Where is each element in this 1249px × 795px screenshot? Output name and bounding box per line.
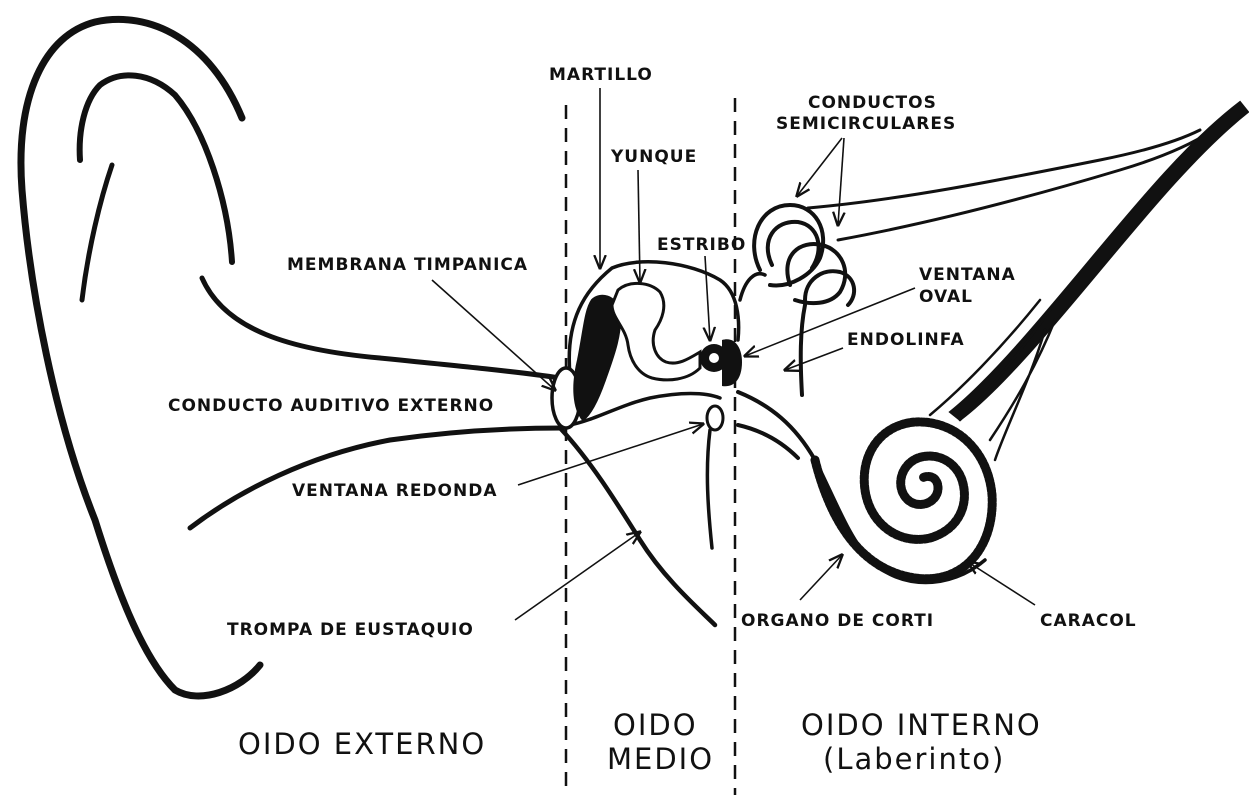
auricle-outline [17, 15, 264, 700]
label-estribo: ESTRIBO [657, 235, 746, 255]
section-oido-externo: OIDO EXTERNO [238, 727, 486, 761]
cochlear-duct-inner [736, 423, 800, 460]
cochlear-nerve-trunk [948, 100, 1249, 422]
label-ventana-redonda: VENTANA REDONDA [292, 481, 498, 501]
vestibular-nerve [806, 128, 1202, 210]
arrow-conductos-a [797, 137, 843, 196]
arrow-yunque [638, 169, 640, 282]
label-endolinfa: ENDOLINFA [847, 330, 965, 350]
arrow-estribo [705, 255, 710, 340]
canal-lower [187, 425, 566, 531]
nerve-fibers [928, 298, 1057, 462]
arrow-caracol [968, 562, 1036, 606]
stapes-head [709, 353, 719, 363]
vestibule-top [738, 272, 767, 302]
label-conductos-line1: CONDUCTOS [808, 93, 937, 113]
eustachian-tube-wall [557, 425, 718, 628]
label-trompa: TROMPA DE EUSTAQUIO [227, 620, 474, 640]
inner-ear [736, 100, 1249, 585]
tympanic-cavity [567, 260, 741, 377]
arrow-trompa [514, 532, 640, 621]
antihelix [79, 162, 115, 303]
incus [610, 282, 702, 382]
inner-canal-left [705, 428, 714, 550]
label-ventana-oval-line1: VENTANA [919, 265, 1016, 285]
label-caracol: CARACOL [1040, 611, 1137, 631]
section-oido-interno-line1: OIDO INTERNO [801, 708, 1042, 742]
canal-loop-2 [765, 219, 821, 270]
helix-inner [76, 72, 235, 265]
outer-ear [17, 15, 566, 700]
arrow-organo-corti [799, 555, 842, 601]
arrow-endolinfa [785, 347, 844, 370]
round-window [705, 404, 725, 432]
section-oido-interno-line2: (Laberinto) [823, 742, 1005, 776]
label-ventana-oval-line2: OVAL [919, 287, 973, 307]
arrow-conductos-b [838, 137, 844, 225]
canal-loop-4 [803, 269, 857, 307]
tympanic-floor [568, 391, 722, 427]
section-oido-medio-line1: OIDO [613, 708, 698, 742]
cochlea-spiral [810, 417, 997, 584]
oval-window-fill [722, 339, 742, 387]
label-conducto-auditivo: CONDUCTO AUDITIVO EXTERNO [168, 396, 494, 416]
middle-ear [550, 260, 742, 628]
label-organo-corti: ORGANO DE CORTI [741, 611, 934, 631]
label-martillo: MARTILLO [549, 65, 653, 85]
arrow-ventana-oval [745, 287, 916, 356]
arrow-ventana-redonda [517, 424, 703, 486]
label-yunque: YUNQUE [610, 147, 697, 167]
arrow-membrana [431, 279, 555, 390]
labels: MARTILLO YUNQUE ESTRIBO CONDUCTOS SEMICI… [168, 65, 1137, 776]
label-membrana: MEMBRANA TIMPANICA [287, 255, 528, 275]
section-oido-medio-line2: MEDIO [607, 742, 714, 776]
canal-loop-1 [752, 203, 826, 288]
concha-upper [199, 275, 563, 381]
vestibule-wall [798, 303, 807, 397]
label-conductos-line2: SEMICIRCULARES [776, 114, 956, 134]
vestibular-nerve-2 [836, 130, 1212, 242]
canal-loop-3 [785, 242, 848, 306]
leader-arrows [431, 88, 1036, 621]
